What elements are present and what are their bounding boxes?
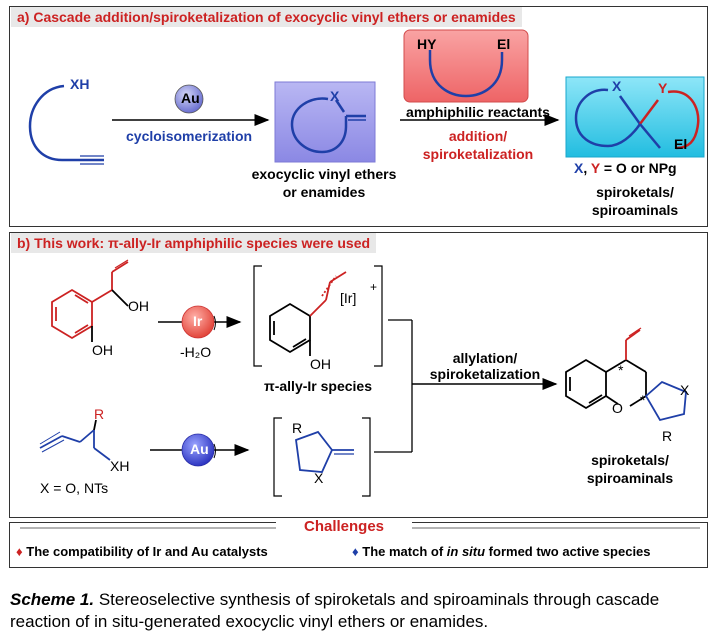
product-a-label-2: spiroaminals xyxy=(591,202,679,218)
product-b-label-1: spiroketals/ xyxy=(591,452,669,468)
hy-label: HY xyxy=(417,36,437,52)
x-def-label: X = O, NTs xyxy=(40,480,109,496)
panel-a xyxy=(9,6,708,227)
ir-label: Ir xyxy=(193,313,203,329)
el-label-a: El xyxy=(497,36,511,52)
cyclo-label: cycloisomerization xyxy=(126,128,253,144)
bracket-right-au xyxy=(362,417,371,497)
allylation-label-1: allylation/ xyxy=(452,350,518,366)
r-label-2: R xyxy=(292,420,303,436)
prod-el-label: El xyxy=(674,136,688,152)
pi-allyl-label: π-ally-Ir species xyxy=(264,378,372,394)
ir-complex-label: [Ir] xyxy=(340,290,357,306)
caption-head: Scheme 1. xyxy=(10,590,95,609)
x-label-2: X xyxy=(314,470,324,486)
exo-label-2: or enamides xyxy=(282,184,366,200)
challenge-item-2-a: The match of xyxy=(362,544,447,559)
vinyl-x-label: X xyxy=(330,88,340,104)
spiro-product-structure xyxy=(574,88,700,150)
challenge-item-2-c: formed two active species xyxy=(485,544,651,559)
r-label-1: R xyxy=(94,406,105,422)
xy-note-rest: = O or NPg xyxy=(603,160,677,176)
caption-text: Stereoselective synthesis of spiroketals… xyxy=(10,590,660,631)
vinyl-ether-structure xyxy=(290,97,366,154)
bracket-left-ir xyxy=(253,265,262,367)
xy-note-y: Y xyxy=(590,160,600,176)
exo-label-1: exocyclic vinyl ethers xyxy=(251,166,397,182)
au-catalyst-b-icon xyxy=(181,433,215,467)
product-b-label-2: spiroaminals xyxy=(586,470,674,486)
xh-label-b: XH xyxy=(110,458,130,474)
au-catalyst-icon xyxy=(174,84,204,114)
amphiphilic-label: amphiphilic reactants xyxy=(406,104,550,120)
allylation-label-2: spiroketalization xyxy=(429,366,541,382)
vinyl-ether-box xyxy=(274,81,376,163)
star-1: * xyxy=(618,362,624,378)
oh-label-1: OH xyxy=(128,298,149,314)
product-a-label-1: spiroketals/ xyxy=(596,184,674,200)
star-2: * xyxy=(640,392,646,408)
vinyl-ether-b-structure xyxy=(295,430,354,473)
scheme-caption: Scheme 1. Stereoselective synthesis of s… xyxy=(10,589,710,633)
amphiphile-structure xyxy=(428,50,504,98)
au-label-a: Au xyxy=(181,90,200,106)
alkynol-structure xyxy=(28,84,104,165)
prod-x-label: X xyxy=(612,78,622,94)
converge-lines xyxy=(374,319,413,453)
sm-xh-label: XH xyxy=(70,76,90,92)
spiro-chroman-structure xyxy=(565,327,687,422)
bullet-blue-icon: ♦ xyxy=(352,544,359,559)
challenges-title: Challenges xyxy=(276,518,412,535)
alkynol-b-structure xyxy=(39,419,111,461)
pi-allyl-structure xyxy=(269,271,347,356)
xy-note: X, Y = O or NPg xyxy=(574,160,677,176)
oh-label-3: OH xyxy=(310,356,331,372)
plus-label: + xyxy=(370,280,378,294)
addition-label-2: spiroketalization xyxy=(422,146,534,162)
prod-y-label: Y xyxy=(658,80,668,96)
r-label-3: R xyxy=(662,428,673,444)
bracket-left-au xyxy=(273,417,282,497)
xy-note-x: X xyxy=(574,160,584,176)
challenge-item-2: ♦ The match of in situ formed two active… xyxy=(352,544,651,559)
h2o-label: -H₂O xyxy=(180,344,212,360)
amphiphile-box xyxy=(403,29,529,103)
allylic-alcohol-structure xyxy=(51,259,129,342)
au-cycle-arrow xyxy=(213,443,216,459)
bracket-right-ir xyxy=(374,265,383,367)
challenge-item-2-b: in situ xyxy=(446,544,486,559)
panel-b xyxy=(9,232,708,518)
challenge-item-1: ♦ The compatibility of Ir and Au catalys… xyxy=(16,544,268,559)
ir-cycle-arrow xyxy=(213,315,216,331)
bullet-red-icon: ♦ xyxy=(16,544,23,559)
o-label: O xyxy=(612,400,623,416)
ir-catalyst-icon xyxy=(181,305,215,339)
oh-label-2: OH xyxy=(92,342,113,358)
panel-b-title: b) This work: π-ally-Ir amphiphilic spec… xyxy=(11,233,377,253)
addition-label-1: addition/ xyxy=(448,128,508,144)
panel-a-title: a) Cascade addition/spiroketalization of… xyxy=(11,7,522,27)
au-label-b: Au xyxy=(190,441,209,457)
challenge-item-1-text: The compatibility of Ir and Au catalysts xyxy=(26,544,268,559)
x-label-3: X xyxy=(680,382,690,398)
